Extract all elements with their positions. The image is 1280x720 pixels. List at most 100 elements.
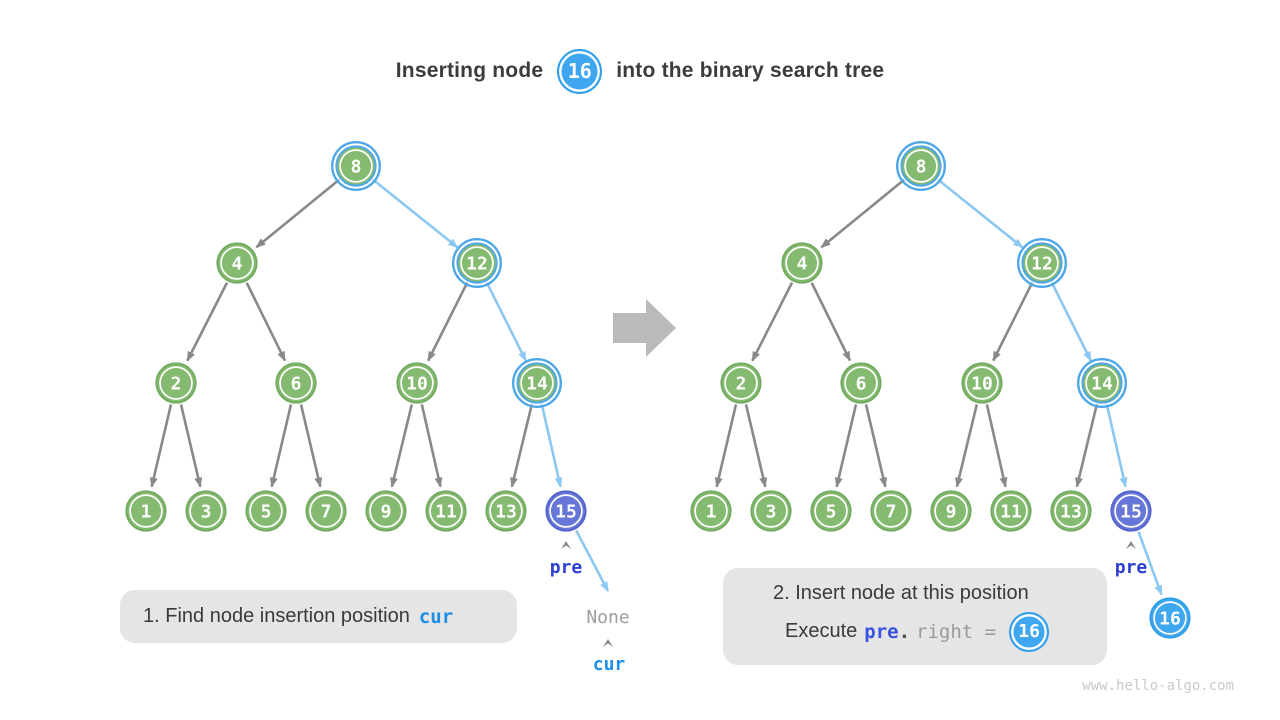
tree-edge-14-13 xyxy=(1075,404,1099,488)
node-value: 14 xyxy=(1091,374,1113,395)
left-tree-node-12: 12 xyxy=(452,237,503,288)
node-circle xyxy=(185,490,227,532)
tree-edge-15-16 xyxy=(1137,531,1163,596)
tree-edge-8-4 xyxy=(820,178,905,249)
right-tree-node-16: 16 xyxy=(1149,597,1191,639)
highlight-ring xyxy=(512,358,563,409)
node-inner-ring xyxy=(694,494,728,528)
left-tree-node-6: 6 xyxy=(275,362,317,404)
cur-label: cur xyxy=(593,654,626,675)
node-value: 7 xyxy=(321,502,332,523)
node-circle xyxy=(781,242,823,284)
tree-edge-15-none xyxy=(575,529,610,592)
tree-edge-4-6 xyxy=(810,282,852,362)
node-inner-ring xyxy=(1114,494,1148,528)
node-value: 15 xyxy=(555,502,577,523)
left-tree-node-7: 7 xyxy=(305,490,347,532)
right-tree-node-15: 15 xyxy=(1110,490,1152,532)
left-tree-node-15: 15 xyxy=(545,490,587,532)
title-text-before: Inserting node xyxy=(395,59,544,82)
left-tree-node-2: 2 xyxy=(155,362,197,404)
node-circle xyxy=(1081,362,1123,404)
node-inner-ring xyxy=(339,149,373,183)
node-circle xyxy=(456,242,498,284)
node-inner-ring xyxy=(279,366,313,400)
node-value: 3 xyxy=(766,502,777,523)
node-circle xyxy=(1050,490,1092,532)
left-tree-node-13: 13 xyxy=(485,490,527,532)
node-value: 8 xyxy=(351,157,362,178)
node-circle xyxy=(750,490,792,532)
tree-edge-12-14 xyxy=(485,282,527,362)
tree-edge-4-6 xyxy=(245,282,287,362)
node-circle xyxy=(1110,490,1152,532)
node-inner-ring xyxy=(1054,494,1088,528)
highlight-ring xyxy=(452,237,503,288)
node-circle xyxy=(485,490,527,532)
node-inner-ring xyxy=(1025,246,1059,280)
step1-cur-code: cur xyxy=(418,605,454,628)
node-value: 12 xyxy=(466,254,488,275)
node-circle xyxy=(216,242,258,284)
caret-up-icon xyxy=(603,639,613,647)
right-tree-node-13: 13 xyxy=(1050,490,1092,532)
node-circle xyxy=(990,490,1032,532)
node-circle xyxy=(275,362,317,404)
tree-edge-10-11 xyxy=(420,404,443,488)
node-circle xyxy=(870,490,912,532)
node-inner-ring xyxy=(400,366,434,400)
right-tree-node-7: 7 xyxy=(870,490,912,532)
node-inner-ring xyxy=(814,494,848,528)
tree-edge-10-9 xyxy=(390,404,414,488)
left-tree-node-3: 3 xyxy=(185,490,227,532)
node-inner-ring xyxy=(724,366,758,400)
node-value: 11 xyxy=(435,502,457,523)
tree-edge-2-1 xyxy=(714,404,738,488)
step1-caption: 1. Find node insertion position cur xyxy=(120,590,517,643)
node-value: 2 xyxy=(736,374,747,395)
step2-right-code: right = xyxy=(916,620,997,643)
node-value: 3 xyxy=(201,502,212,523)
node-circle xyxy=(365,490,407,532)
node-inner-ring xyxy=(785,246,819,280)
node-inner-ring xyxy=(249,494,283,528)
none-label: None xyxy=(586,607,629,628)
node-circle xyxy=(900,145,942,187)
title-node-badge: 16 xyxy=(557,48,603,94)
right-tree-node-2: 2 xyxy=(720,362,762,404)
node-circle xyxy=(335,145,377,187)
node-value: 9 xyxy=(381,502,392,523)
highlight-ring xyxy=(331,140,382,191)
right-tree-node-9: 9 xyxy=(930,490,972,532)
node-inner-ring xyxy=(429,494,463,528)
pre-label: pre xyxy=(1115,557,1148,578)
right-tree-node-5: 5 xyxy=(810,490,852,532)
node-value: 6 xyxy=(856,374,867,395)
tree-edge-14-13 xyxy=(510,404,534,488)
right-tree-node-12: 12 xyxy=(1017,237,1068,288)
right-tree-node-3: 3 xyxy=(750,490,792,532)
page-title: Inserting node 16 into the binary search… xyxy=(0,46,1280,96)
node-inner-ring xyxy=(460,246,494,280)
node-value: 5 xyxy=(826,502,837,523)
node-value: 4 xyxy=(797,254,808,275)
node-circle xyxy=(810,490,852,532)
node-inner-ring xyxy=(369,494,403,528)
node-inner-ring xyxy=(874,494,908,528)
node-value: 1 xyxy=(706,502,717,523)
node-value: 9 xyxy=(946,502,957,523)
tree-edge-10-11 xyxy=(985,404,1008,488)
tree-edge-14-15 xyxy=(1105,404,1128,488)
step2-caption-line1: 2. Insert node at this position xyxy=(773,581,1029,604)
watermark: www.hello-algo.com xyxy=(1082,678,1234,694)
tree-edge-2-1 xyxy=(149,404,173,488)
node-inner-ring xyxy=(129,494,163,528)
node-inner-ring xyxy=(965,366,999,400)
left-tree-node-4: 4 xyxy=(216,242,258,284)
node-circle xyxy=(930,490,972,532)
node-inner-ring xyxy=(1085,366,1119,400)
step2-pre-code: pre xyxy=(864,620,899,643)
node-value: 10 xyxy=(406,374,428,395)
